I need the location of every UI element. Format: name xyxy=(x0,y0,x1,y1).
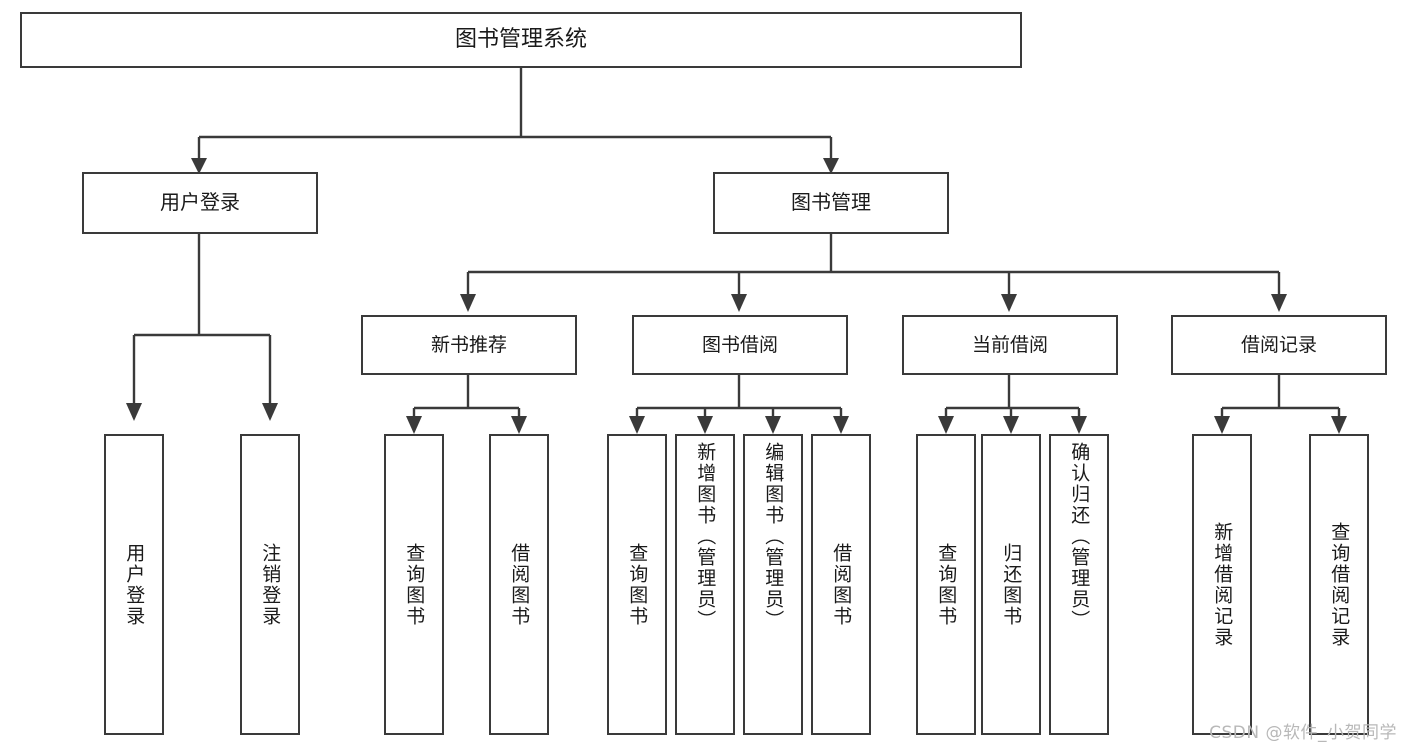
arrow-nb-borrow xyxy=(511,416,527,434)
node-root[interactable]: 图书管理系统 xyxy=(20,12,1022,68)
arrow-new-book xyxy=(460,294,476,312)
leaf-bb-add-book[interactable]: 新增图书（管理员） xyxy=(675,434,735,735)
watermark: CSDN @软件_小贺同学 xyxy=(1209,723,1397,743)
node-borrow-record-label: 借阅记录 xyxy=(1240,333,1317,356)
leaf-bb-edit-book-label: 编辑图书（管理员） xyxy=(762,442,785,631)
arrow-leaf-logout xyxy=(262,403,278,421)
leaf-cb-query-book[interactable]: 查询图书 xyxy=(916,434,976,735)
arrow-bb-borrow xyxy=(833,416,849,434)
leaf-bb-edit-book[interactable]: 编辑图书（管理员） xyxy=(743,434,803,735)
arrow-bb-query xyxy=(629,416,645,434)
leaf-bb-add-book-label: 新增图书（管理员） xyxy=(694,442,717,631)
leaf-nb-borrow-book-label: 借阅图书 xyxy=(508,542,531,627)
arrow-leaf-user-login xyxy=(126,403,142,421)
node-current-borrow[interactable]: 当前借阅 xyxy=(902,315,1118,375)
node-borrow-record[interactable]: 借阅记录 xyxy=(1171,315,1387,375)
arrow-bb-edit xyxy=(765,416,781,434)
arrow-borrow-record xyxy=(1271,294,1287,312)
node-book-management[interactable]: 图书管理 xyxy=(713,172,949,234)
leaf-nb-borrow-book[interactable]: 借阅图书 xyxy=(489,434,549,735)
node-book-borrow[interactable]: 图书借阅 xyxy=(632,315,848,375)
arrow-bb-add xyxy=(697,416,713,434)
node-book-borrow-label: 图书借阅 xyxy=(701,333,778,356)
leaf-cb-query-book-label: 查询图书 xyxy=(935,542,958,627)
leaf-logout[interactable]: 注销登录 xyxy=(240,434,300,735)
leaf-cb-confirm-return[interactable]: 确认归还（管理员） xyxy=(1049,434,1109,735)
leaf-br-query-record-label: 查询借阅记录 xyxy=(1328,521,1351,648)
leaf-cb-return-book[interactable]: 归还图书 xyxy=(981,434,1041,735)
node-user-login[interactable]: 用户登录 xyxy=(82,172,318,234)
leaf-user-login-label: 用户登录 xyxy=(123,542,146,627)
node-root-label: 图书管理系统 xyxy=(454,27,587,53)
leaf-cb-confirm-return-label: 确认归还（管理员） xyxy=(1068,442,1091,631)
leaf-nb-query-book[interactable]: 查询图书 xyxy=(384,434,444,735)
leaf-cb-return-book-label: 归还图书 xyxy=(1000,542,1023,627)
node-current-borrow-label: 当前借阅 xyxy=(971,333,1048,356)
arrow-cb-return xyxy=(1003,416,1019,434)
leaf-bb-borrow-book-label: 借阅图书 xyxy=(830,542,853,627)
arrow-nb-query xyxy=(406,416,422,434)
leaf-user-login[interactable]: 用户登录 xyxy=(104,434,164,735)
leaf-br-add-record[interactable]: 新增借阅记录 xyxy=(1192,434,1252,735)
leaf-bb-query-book[interactable]: 查询图书 xyxy=(607,434,667,735)
arrow-br-add xyxy=(1214,416,1230,434)
leaf-bb-borrow-book[interactable]: 借阅图书 xyxy=(811,434,871,735)
leaf-logout-label: 注销登录 xyxy=(259,542,282,627)
node-new-book-recommend[interactable]: 新书推荐 xyxy=(361,315,577,375)
arrow-cb-query xyxy=(938,416,954,434)
arrow-book-borrow xyxy=(731,294,747,312)
node-user-login-label: 用户登录 xyxy=(160,190,240,215)
arrow-cb-confirm xyxy=(1071,416,1087,434)
leaf-br-add-record-label: 新增借阅记录 xyxy=(1211,521,1234,648)
arrow-current-borrow xyxy=(1001,294,1017,312)
leaf-bb-query-book-label: 查询图书 xyxy=(626,542,649,627)
arrow-br-query xyxy=(1331,416,1347,434)
node-book-management-label: 图书管理 xyxy=(791,190,871,215)
leaf-nb-query-book-label: 查询图书 xyxy=(403,542,426,627)
node-new-book-recommend-label: 新书推荐 xyxy=(430,333,507,356)
leaf-br-query-record[interactable]: 查询借阅记录 xyxy=(1309,434,1369,735)
